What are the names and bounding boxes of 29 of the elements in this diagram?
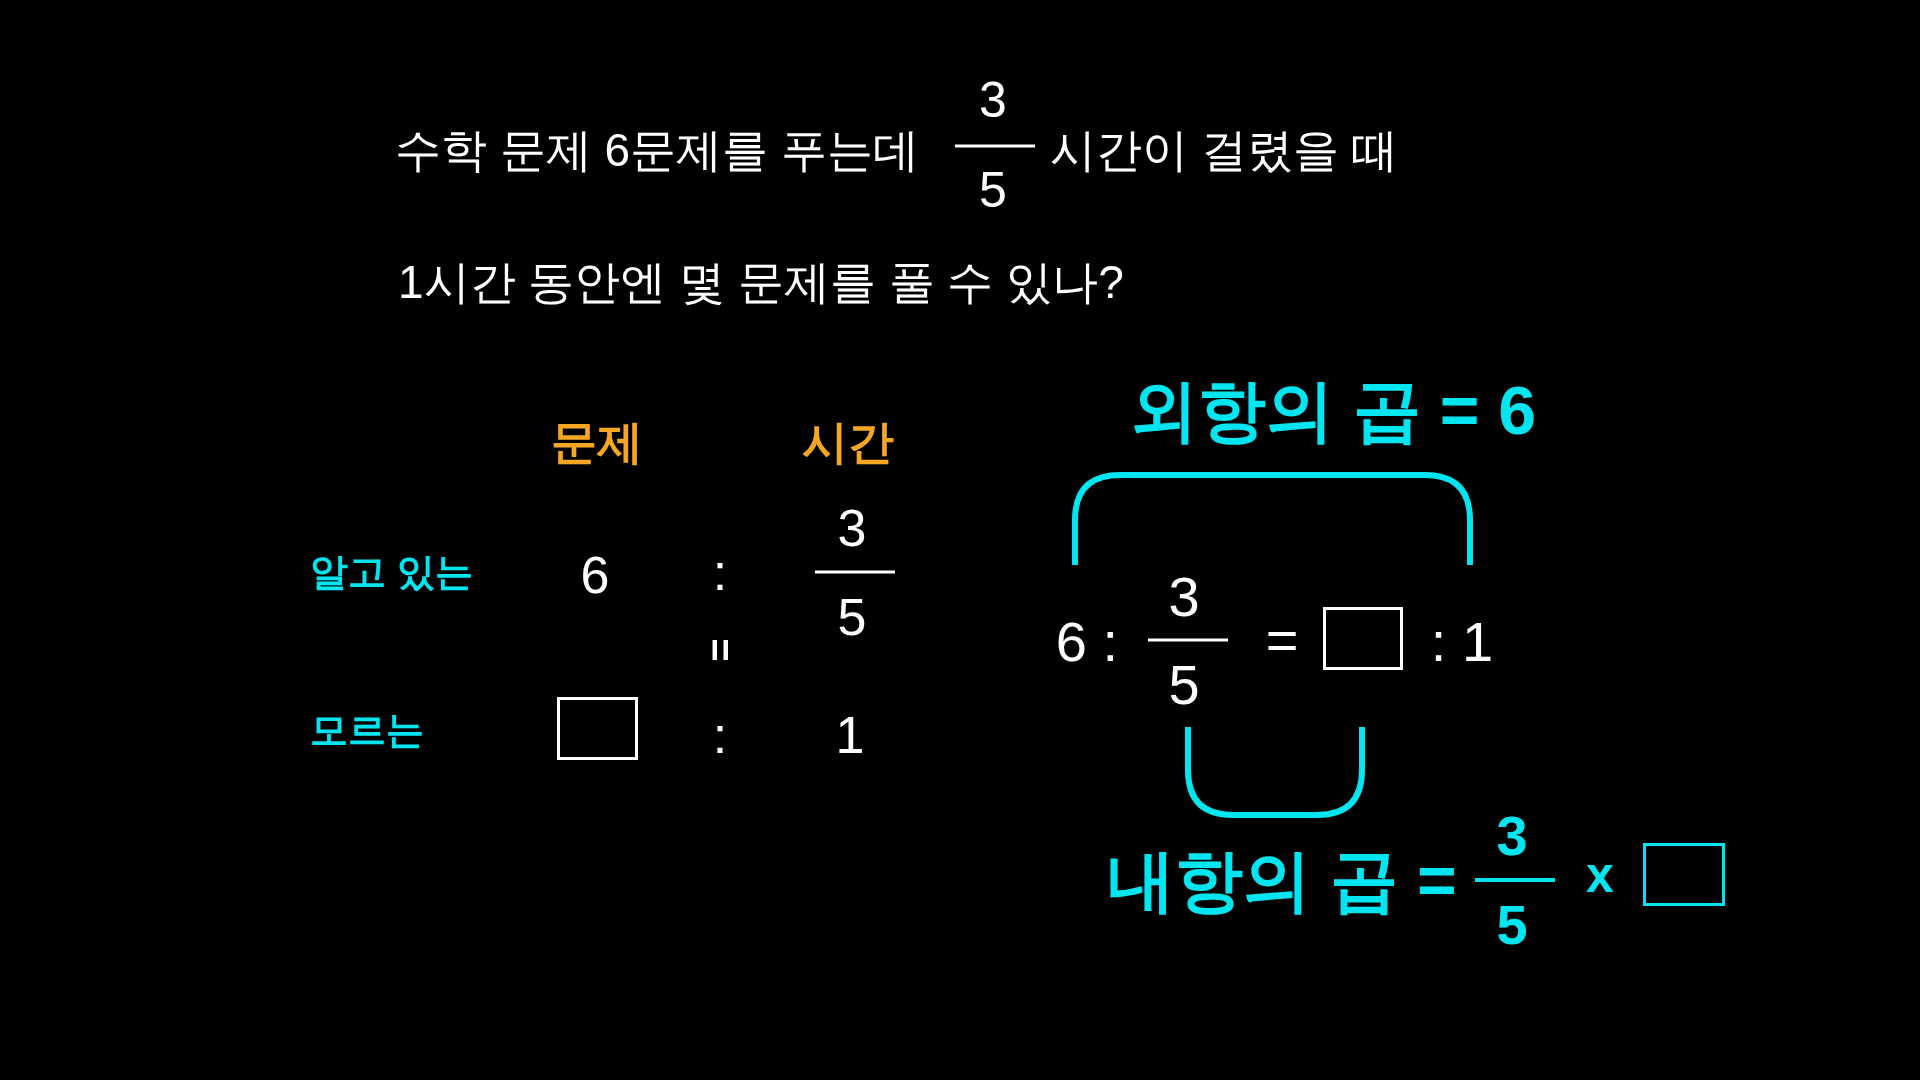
answer-box <box>557 697 638 760</box>
column-header: 시간 <box>802 419 894 465</box>
question-text: 1시간 동안엔 몇 문제를 풀 수 있나? <box>398 259 1124 305</box>
ratio-term: 1 <box>835 709 865 761</box>
equals-sign: = <box>700 638 740 662</box>
row-label: 모르는 <box>310 711 424 749</box>
ratio-colon: : <box>712 546 728 598</box>
ratio-term: 6 <box>580 549 610 601</box>
row-label: 알고 있는 <box>310 553 473 591</box>
fraction-numerator: 3 <box>1168 569 1200 625</box>
equals-sign: = <box>1265 612 1299 668</box>
fraction-denominator: 5 <box>837 591 867 643</box>
fraction-numerator: 3 <box>1496 808 1528 864</box>
fraction-denominator: 5 <box>1496 897 1528 953</box>
fraction-numerator: 3 <box>979 75 1007 125</box>
ratio-term: 6 : <box>1055 614 1119 670</box>
question-text: 수학 문제 6문제를 푸는데 <box>395 127 919 173</box>
ratio-colon: : <box>712 709 728 761</box>
fraction-denominator: 5 <box>979 165 1007 215</box>
multiply-sign: x <box>1586 850 1614 900</box>
fraction-numerator: 3 <box>837 502 867 554</box>
fraction-denominator: 5 <box>1168 657 1200 713</box>
ratio-term: : 1 <box>1430 614 1494 670</box>
answer-box <box>1323 607 1403 670</box>
inner-product-label: 내항의 곱 = <box>1107 846 1457 914</box>
column-header: 문제 <box>551 419 643 465</box>
answer-box <box>1643 843 1725 906</box>
question-text: 시간이 걸렸을 때 <box>1050 127 1398 173</box>
outer-product-label: 외항의 곱 = 6 <box>1129 376 1537 444</box>
